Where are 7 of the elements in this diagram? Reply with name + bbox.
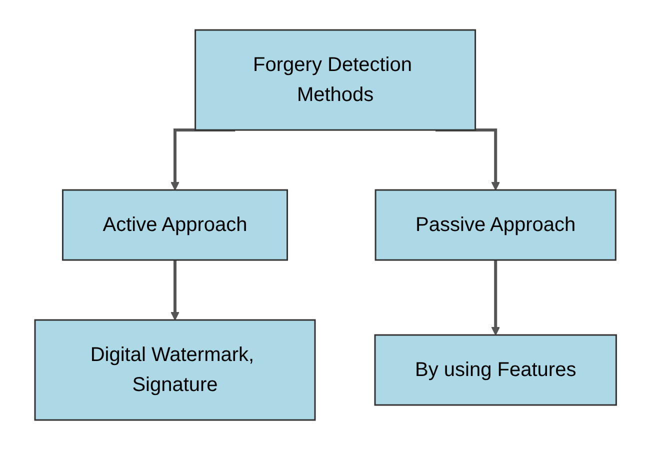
arrow (491, 258, 500, 336)
arrow (170, 258, 180, 320)
node-box: Passive Approach (374, 189, 616, 261)
node-box: By using Features (374, 334, 617, 406)
node-box: Forgery Detection Methods (194, 29, 476, 131)
node-box: Digital Watermark, Signature (34, 319, 316, 421)
node-box: Active Approach (62, 189, 288, 261)
